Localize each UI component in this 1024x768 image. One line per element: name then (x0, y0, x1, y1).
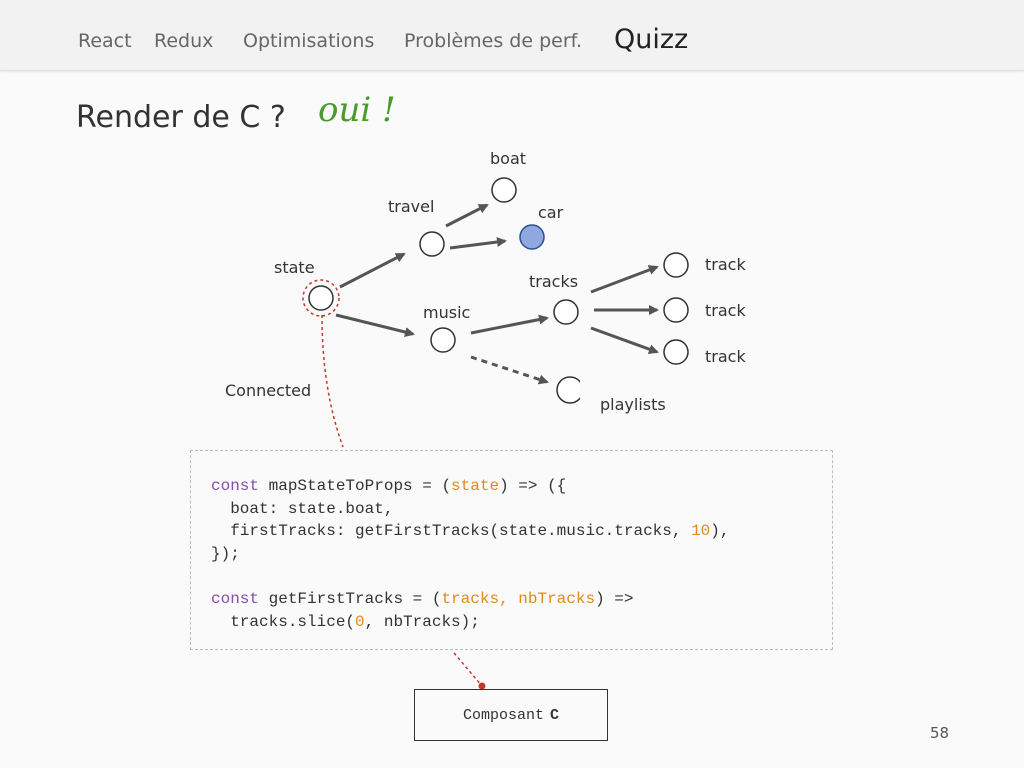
node-track-2 (663, 297, 689, 323)
navbar: React Redux Optimisations Problèmes de p… (0, 0, 1024, 71)
label-connected: Connected (225, 381, 311, 400)
code-text: ) => (595, 589, 634, 608)
nav-item-redux[interactable]: Redux (154, 30, 214, 52)
nav-item-problemes-de-perf[interactable]: Problèmes de perf. (404, 30, 583, 52)
connector-dot (478, 682, 486, 690)
node-boat (491, 177, 517, 203)
label-boat: boat (490, 149, 526, 168)
code-keyword: const (211, 589, 260, 608)
nav-item-quizz[interactable]: Quizz (614, 24, 689, 55)
edge-music-tracks (470, 314, 549, 335)
slide-answer: oui ! (318, 90, 396, 130)
node-track-3 (663, 339, 689, 365)
code-text: getFirstTracks = ( (259, 589, 442, 608)
code-text: ), (710, 522, 730, 541)
label-car: car (538, 203, 564, 222)
code-number: 0 (355, 612, 365, 631)
label-track-1: track (705, 255, 746, 274)
component-name: C (550, 706, 560, 724)
node-playlists (556, 376, 584, 404)
edge-state-travel (339, 252, 406, 289)
node-tracks (553, 299, 579, 325)
code-arg: tracks, nbTracks (441, 589, 596, 608)
nav-item-react[interactable]: React (78, 30, 132, 52)
code-box: const mapStateToProps = (state) => ({ bo… (190, 450, 833, 650)
edge-tracks-track3 (590, 326, 659, 354)
connector-code-component (453, 652, 483, 687)
code-text: , nbTracks); (364, 612, 480, 631)
node-music (430, 327, 456, 353)
code-text: tracks.slice( (211, 612, 356, 631)
edge-music-playlists (470, 355, 549, 385)
node-track-1 (663, 252, 689, 278)
slide-title: Render de C ? (76, 100, 286, 135)
node-car (519, 224, 545, 250)
edge-travel-boat (445, 203, 489, 228)
code-arg: state (451, 477, 500, 495)
edge-travel-car (449, 237, 507, 250)
code-text: }); (211, 544, 240, 563)
label-travel: travel (388, 197, 434, 216)
edge-state-music (335, 313, 415, 337)
label-tracks: tracks (529, 272, 578, 291)
connector-state-code (321, 314, 344, 448)
code-text: boat: state.boat, (211, 499, 394, 518)
code-text: ) => ({ (499, 477, 567, 495)
label-state: state (274, 258, 315, 277)
code-block: const mapStateToProps = (state) => ({ bo… (211, 475, 729, 633)
label-playlists: playlists (600, 395, 666, 414)
code-keyword: const (211, 477, 260, 495)
code-text: firstTracks: getFirstTracks(state.music.… (211, 522, 692, 541)
nav-item-optimisations[interactable]: Optimisations (243, 30, 375, 52)
edge-tracks-track1 (590, 265, 659, 294)
component-prefix: Composant (462, 706, 544, 724)
component-c-box: Composant C (414, 689, 608, 741)
label-music: music (423, 303, 470, 322)
code-text: mapStateToProps = ( (259, 477, 452, 495)
label-track-2: track (705, 301, 746, 320)
code-number: 10 (691, 522, 711, 541)
node-playlists-fade (580, 372, 594, 408)
label-track-3: track (705, 347, 746, 366)
node-travel (419, 231, 445, 257)
node-state-highlight-ring (302, 279, 340, 317)
page-number: 58 (930, 724, 950, 742)
node-state (308, 285, 334, 311)
